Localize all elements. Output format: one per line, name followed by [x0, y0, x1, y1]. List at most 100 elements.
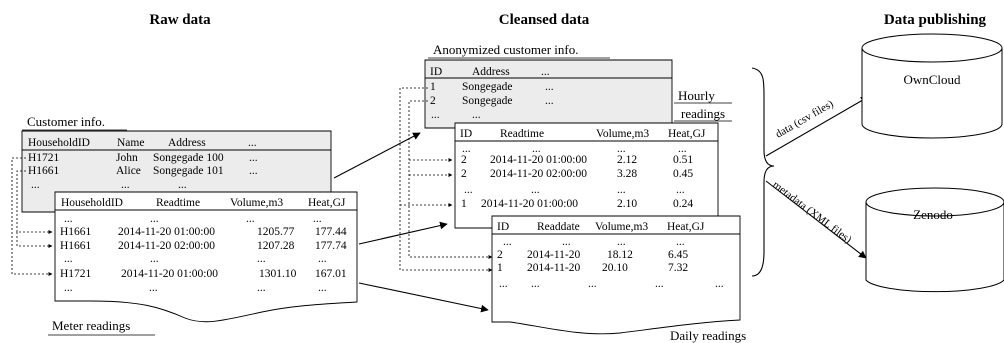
- id-link-connectors: [399, 87, 493, 272]
- svg-text:H1721: H1721: [28, 152, 60, 164]
- publishing-arrows: [765, 96, 869, 259]
- svg-text:John: John: [116, 152, 138, 164]
- svg-text:Songegade: Songegade: [462, 81, 512, 93]
- table-row: 2 Songegade ...: [430, 95, 554, 107]
- svg-text:Volume,m3: Volume,m3: [230, 197, 283, 209]
- svg-text:...: ...: [617, 184, 626, 196]
- table-row: ... ... ... ...: [64, 253, 327, 265]
- hourly-readings-rows: ... ... ... ... 2 2014-11-20 01:00:00 2.…: [461, 143, 693, 210]
- svg-text:Heat,GJ: Heat,GJ: [667, 221, 705, 233]
- svg-text:Heat,GJ: Heat,GJ: [308, 197, 346, 209]
- svg-text:H1721: H1721: [60, 268, 92, 280]
- svg-text:...: ...: [248, 137, 257, 149]
- svg-text:18.12: 18.12: [607, 249, 633, 261]
- daily-readings-rows: ... ... ... ... 2 2014-11-20 18.12 6.45 …: [497, 236, 724, 290]
- svg-text:1: 1: [430, 81, 436, 93]
- svg-text:Readtime: Readtime: [156, 197, 200, 209]
- svg-text:2014-11-20 01:00:00: 2014-11-20 01:00:00: [481, 198, 578, 210]
- svg-text:Songegade 101: Songegade 101: [153, 165, 224, 177]
- svg-text:...: ...: [313, 213, 322, 225]
- svg-text:ID: ID: [460, 128, 472, 140]
- svg-text:1207.28: 1207.28: [257, 240, 295, 252]
- table-row: H1721 2014-11-20 01:00:00 1301.10 167.01: [60, 268, 347, 280]
- svg-text:2014-11-20 01:00:00: 2014-11-20 01:00:00: [121, 268, 218, 280]
- svg-text:1: 1: [497, 262, 503, 274]
- daily-readings-header: ID Readdate Volume,m3 Heat,GJ: [497, 221, 705, 233]
- svg-text:...: ...: [149, 282, 158, 294]
- svg-text:20.10: 20.10: [602, 262, 628, 274]
- svg-text:...: ...: [617, 236, 626, 248]
- hourly-readings-header: ID Readtime Volume,m3 Heat,GJ: [460, 128, 706, 140]
- hourly-readings-caption-line2: readings: [681, 106, 725, 121]
- svg-text:...: ...: [545, 81, 554, 93]
- table-row: ... ... ...: [31, 179, 187, 191]
- svg-text:...: ...: [150, 213, 159, 225]
- svg-text:7.32: 7.32: [668, 262, 688, 274]
- zenodo-label: Zenodo: [913, 207, 953, 222]
- table-row: H1661 2014-11-20 02:00:00 1207.28 177.74: [60, 240, 347, 252]
- svg-text:...: ...: [178, 179, 187, 191]
- svg-text:...: ...: [464, 184, 473, 196]
- daily-readings-document: [491, 215, 741, 335]
- svg-text:...: ...: [246, 213, 255, 225]
- table-row: ... ... ... ...: [464, 184, 685, 196]
- svg-text:...: ...: [257, 282, 266, 294]
- svg-text:2.10: 2.10: [617, 198, 637, 210]
- svg-text:Songegade 100: Songegade 100: [153, 152, 224, 164]
- meter-readings-header: HouseholdID Readtime Volume,m3 Heat,GJ: [61, 197, 346, 209]
- svg-text:HouseholdID: HouseholdID: [61, 197, 123, 209]
- svg-text:3.28: 3.28: [617, 168, 637, 180]
- svg-text:H1661: H1661: [60, 240, 92, 252]
- meter-readings-caption: Meter readings: [52, 318, 130, 333]
- svg-text:...: ...: [676, 184, 685, 196]
- svg-text:0.51: 0.51: [673, 154, 693, 166]
- owncloud-label: OwnCloud: [903, 72, 961, 87]
- svg-text:...: ...: [499, 278, 508, 290]
- svg-text:...: ...: [531, 278, 540, 290]
- svg-text:...: ...: [64, 253, 73, 265]
- svg-text:2014-11-20 02:00:00: 2014-11-20 02:00:00: [490, 168, 587, 180]
- svg-text:...: ...: [676, 236, 685, 248]
- owncloud-database-icon: [861, 33, 1003, 139]
- anonymized-customer-caption: Anonymized customer info.: [433, 42, 579, 57]
- table-row: H1661 2014-11-20 01:00:00 1205.77 177.44: [60, 226, 347, 238]
- svg-text:2014-11-20 01:00:00: 2014-11-20 01:00:00: [490, 154, 587, 166]
- svg-text:...: ...: [531, 184, 540, 196]
- meter-readings-document: [54, 191, 358, 323]
- table-row: 2 2014-11-20 01:00:00 2.12 0.51: [461, 154, 693, 166]
- svg-text:Songegade: Songegade: [462, 95, 512, 107]
- svg-text:...: ...: [655, 278, 664, 290]
- svg-text:0.24: 0.24: [673, 198, 693, 210]
- header-data-publishing: Data publishing: [884, 12, 987, 28]
- svg-text:...: ...: [617, 143, 626, 155]
- svg-text:...: ...: [715, 278, 724, 290]
- table-row: ... ... ... ...: [503, 236, 685, 248]
- svg-text:...: ...: [318, 253, 327, 265]
- svg-text:...: ...: [257, 253, 266, 265]
- svg-text:...: ...: [64, 213, 73, 225]
- svg-text:2: 2: [461, 168, 467, 180]
- header-cleansed-data: Cleansed data: [499, 12, 590, 28]
- svg-text:1: 1: [461, 198, 467, 210]
- svg-text:0.45: 0.45: [673, 168, 693, 180]
- svg-text:...: ...: [318, 282, 327, 294]
- table-row: ... ... ... ...: [64, 282, 327, 294]
- svg-text:...: ...: [532, 143, 541, 155]
- svg-text:...: ...: [503, 236, 512, 248]
- svg-text:2014-11-20 02:00:00: 2014-11-20 02:00:00: [118, 240, 215, 252]
- svg-text:2: 2: [430, 95, 436, 107]
- table-row: 1 2014-11-20 01:00:00 2.10 0.24: [461, 198, 693, 210]
- table-row: 2 2014-11-20 18.12 6.45: [497, 249, 688, 261]
- svg-text:...: ...: [64, 282, 73, 294]
- header-raw-data: Raw data: [149, 12, 211, 28]
- daily-readings-caption: Daily readings: [670, 328, 746, 343]
- svg-text:2014-11-20 01:00:00: 2014-11-20 01:00:00: [118, 226, 215, 238]
- svg-text:1205.77: 1205.77: [257, 226, 295, 238]
- svg-text:...: ...: [431, 109, 440, 121]
- table-row: ... ...: [431, 109, 481, 121]
- customer-info-header: HouseholdID Name Address ...: [28, 137, 257, 149]
- svg-text:...: ...: [31, 179, 40, 191]
- svg-text:167.01: 167.01: [315, 268, 347, 280]
- svg-text:H1661: H1661: [28, 165, 60, 177]
- group-brace: [751, 67, 775, 277]
